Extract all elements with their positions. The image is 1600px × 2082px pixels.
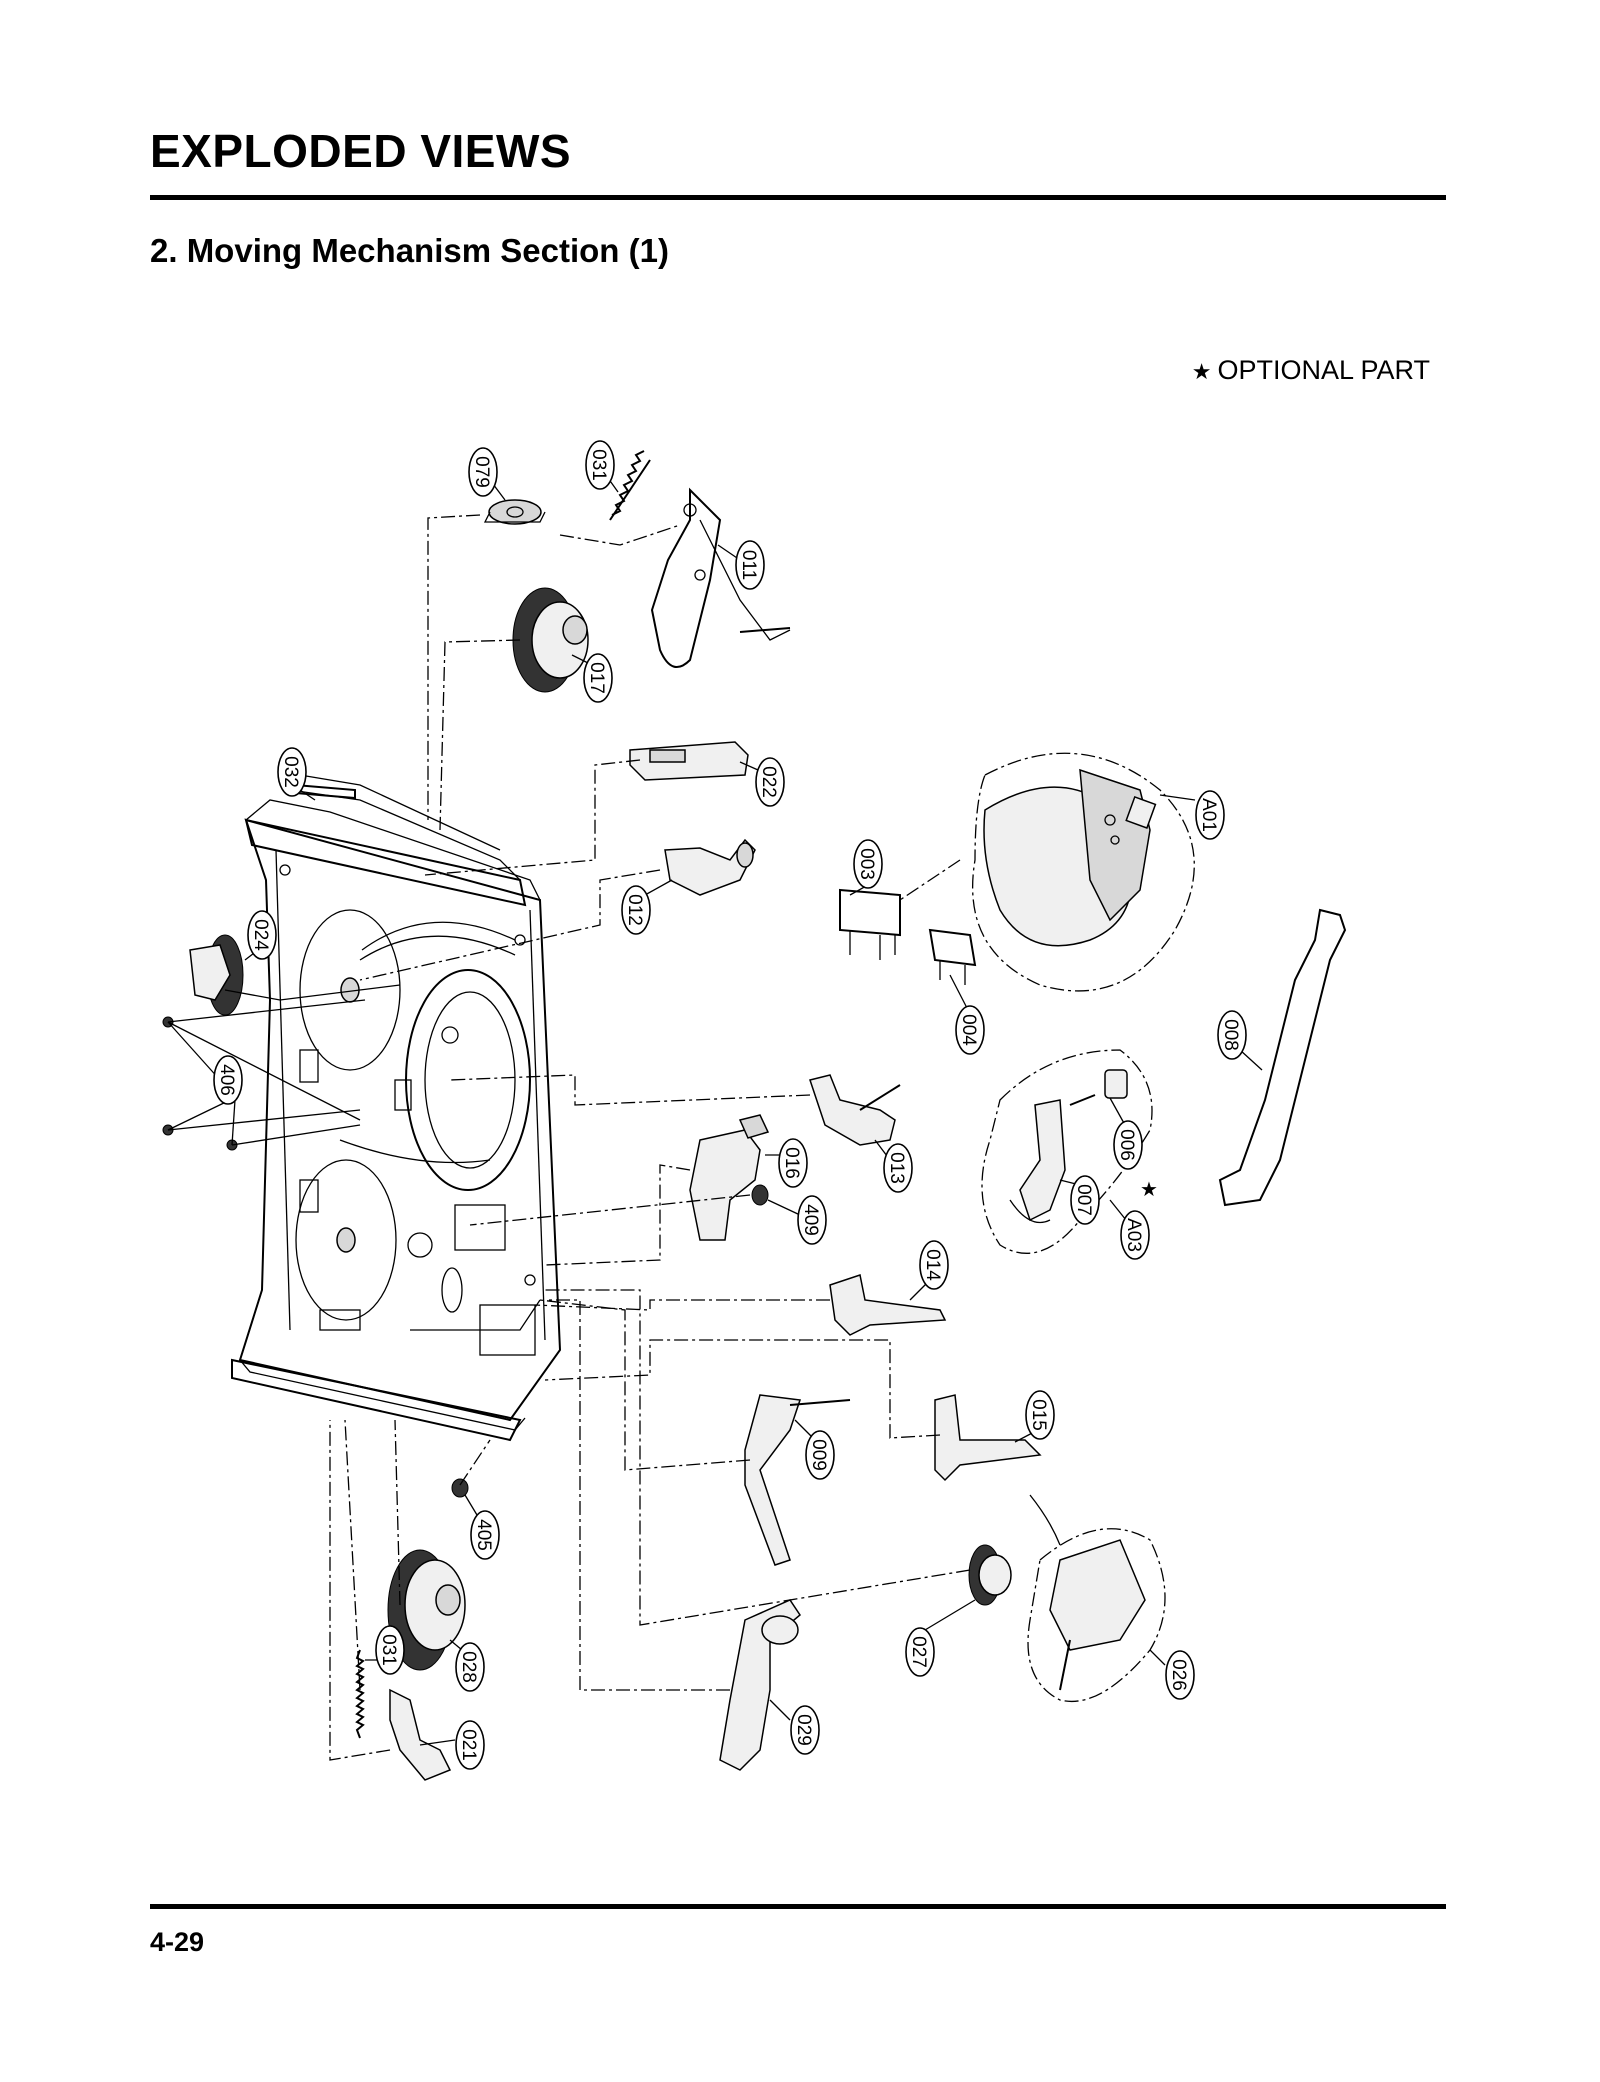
- part-015: [934, 1394, 1042, 1482]
- callout-014: 014: [919, 1240, 949, 1290]
- part-A03: [981, 1049, 1153, 1254]
- callout-032-label: 032: [280, 756, 301, 788]
- callout-024-label: 024: [250, 919, 271, 951]
- callout-406-label: 406: [216, 1064, 237, 1096]
- page-title: EXPLODED VIEWS: [150, 125, 572, 177]
- callout-022-label: 022: [758, 766, 779, 798]
- footer-rule: [150, 1904, 1446, 1909]
- part-026: [1027, 1494, 1166, 1702]
- callout-004: 004: [955, 1005, 985, 1055]
- part-405: [451, 1478, 469, 1498]
- callout-007-label: 007: [1073, 1184, 1094, 1216]
- callout-016-label: 016: [781, 1147, 802, 1179]
- part-028: [387, 1549, 466, 1671]
- callout-007: 007: [1070, 1175, 1100, 1225]
- part-079: [483, 499, 546, 525]
- callout-028: 028: [455, 1642, 485, 1692]
- callout-006: 006: [1113, 1120, 1143, 1170]
- callout-409-label: 409: [800, 1204, 821, 1236]
- callout-A01-label: A01: [1198, 798, 1219, 832]
- callout-011-label: 011: [738, 550, 759, 580]
- callout-026: 026: [1165, 1650, 1195, 1700]
- callout-031-lower-label: 031: [378, 1634, 399, 1666]
- part-017: [512, 587, 589, 693]
- callout-013-label: 013: [886, 1152, 907, 1184]
- callout-012: 012: [621, 885, 651, 935]
- part-A01: [971, 752, 1195, 992]
- callout-015: 015: [1025, 1390, 1055, 1440]
- callout-027: 027: [905, 1627, 935, 1677]
- callout-021-label: 021: [458, 1729, 479, 1761]
- callout-022: 022: [755, 757, 785, 807]
- callout-003-label: 003: [856, 848, 877, 880]
- callout-026-label: 026: [1168, 1659, 1189, 1691]
- callout-028-label: 028: [458, 1651, 479, 1683]
- part-012: [664, 838, 756, 896]
- callout-008-label: 008: [1220, 1019, 1241, 1051]
- part-024: [189, 934, 244, 1016]
- part-022: [629, 741, 749, 781]
- callout-004-label: 004: [958, 1014, 979, 1046]
- part-029: [719, 1599, 801, 1771]
- callout-021: 021: [455, 1720, 485, 1770]
- callout-A03: A03: [1120, 1210, 1150, 1260]
- part-008: [1218, 908, 1347, 1207]
- part-031-top: [609, 450, 651, 521]
- header-rule: [150, 195, 1446, 200]
- callout-009: 009: [805, 1430, 835, 1480]
- part-016: [689, 1114, 770, 1241]
- part-014: [829, 1274, 947, 1336]
- part-027: [968, 1544, 1012, 1606]
- callout-027-label: 027: [908, 1636, 929, 1668]
- star-icon: ★: [1191, 359, 1212, 384]
- part-011: [650, 487, 791, 669]
- callout-024: 024: [247, 910, 277, 960]
- callout-079-label: 079: [471, 456, 492, 488]
- callout-012-label: 012: [624, 894, 645, 926]
- part-409: [751, 1184, 769, 1206]
- section-subtitle: 2. Moving Mechanism Section (1): [150, 232, 669, 269]
- svg-text:★: ★: [1140, 1177, 1158, 1201]
- callout-031-top-label: 031: [588, 449, 609, 481]
- part-004: [928, 928, 977, 985]
- legend-text: OPTIONAL PART: [1217, 355, 1430, 385]
- callout-003: 003: [853, 839, 883, 889]
- callout-409: 409: [797, 1195, 827, 1245]
- callout-006-label: 006: [1116, 1129, 1137, 1161]
- part-031-lower: [355, 1649, 365, 1739]
- callout-011: 011: [735, 540, 765, 590]
- callout-405: 405: [470, 1510, 500, 1560]
- callout-016: 016: [778, 1138, 808, 1188]
- callout-017: 017: [583, 653, 613, 703]
- callout-079: 079: [468, 447, 498, 497]
- callout-A03-label: A03: [1123, 1218, 1144, 1252]
- callout-014-label: 014: [922, 1249, 943, 1281]
- callout-031-top: 031: [585, 440, 615, 490]
- part-003: [839, 888, 901, 960]
- part-013: [809, 1074, 901, 1146]
- callout-405-label: 405: [473, 1519, 494, 1551]
- optional-part-legend: ★OPTIONAL PART: [1192, 355, 1430, 386]
- callout-406: 406: [213, 1055, 243, 1105]
- callout-A01: A01: [1195, 790, 1225, 840]
- callout-008: 008: [1217, 1010, 1247, 1060]
- leader-lines: [167, 514, 971, 1761]
- callout-013: 013: [883, 1143, 913, 1193]
- callout-017-label: 017: [586, 662, 607, 694]
- callout-031-lower: 031: [375, 1625, 405, 1675]
- part-009: [744, 1394, 851, 1566]
- part-021: [389, 1688, 452, 1781]
- callout-009-label: 009: [808, 1439, 829, 1471]
- main-chassis: [231, 774, 562, 1442]
- callout-029-label: 029: [793, 1714, 814, 1746]
- callout-032: 032: [277, 747, 307, 797]
- optional-star-A03: ★: [1140, 1177, 1158, 1201]
- page-number: 4-29: [150, 1927, 205, 1957]
- callout-015-label: 015: [1028, 1399, 1049, 1431]
- callout-029: 029: [790, 1705, 820, 1755]
